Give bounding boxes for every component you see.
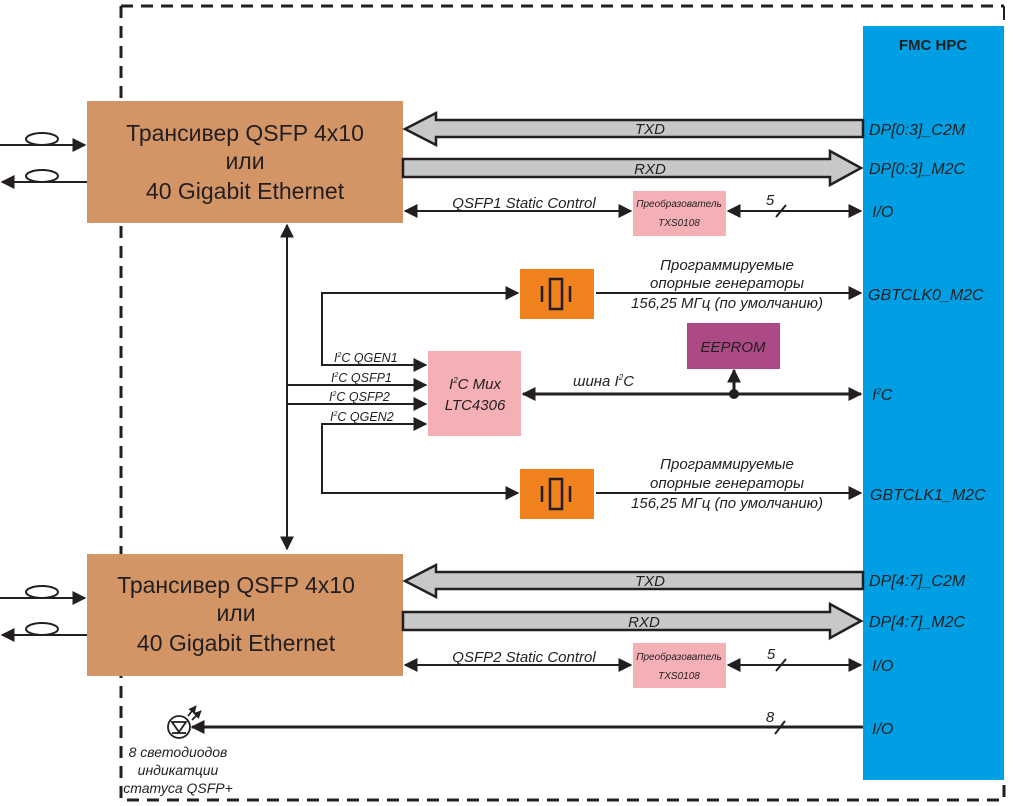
osc0-desc-line1: Программируемые — [660, 257, 794, 274]
transceiver-1-line3: 40 Gigabit Ethernet — [146, 178, 345, 204]
transceiver-2-line2: или — [216, 600, 255, 626]
board-outline — [119, 4, 1006, 802]
eeprom-block — [687, 323, 780, 369]
converter-1-line2: TXS0108 — [658, 218, 700, 229]
optical-fiber-out-icon-1 — [0, 169, 87, 189]
osc1-desc-line2: опорные генераторы — [650, 475, 804, 492]
optical-fiber-in-icon-1 — [0, 132, 87, 152]
oscillator-1-block — [520, 469, 594, 519]
i2c-bus-label: шина I2C — [573, 373, 634, 390]
qsfp2-static-control-label: QSFP2 Static Control — [452, 649, 596, 666]
pin-io-1: I/O — [872, 204, 893, 221]
converter-1-block — [633, 191, 726, 236]
pin-dp47-m2c: DP[4:7]_M2C — [869, 614, 965, 631]
i2c-mux-line1: I2C Mux — [449, 376, 501, 393]
txd-bus-2-label: TXD — [635, 573, 665, 590]
fmc-title: FMC HPC — [899, 37, 967, 54]
osc1-desc-line1: Программируемые — [660, 456, 794, 473]
crystal-icon-1 — [540, 477, 572, 511]
led-icon — [167, 705, 202, 739]
pin-gbtclk1: GBTCLK1_M2C — [870, 487, 986, 504]
bus-width-2: 5 — [767, 646, 776, 663]
optical-fiber-in-icon-2 — [0, 585, 87, 605]
pin-io-2: I/O — [872, 658, 893, 675]
eeprom-label: EEPROM — [700, 339, 766, 356]
mux-input-qgen1: I2C QGEN1 — [334, 351, 398, 365]
converter-2-block — [633, 643, 726, 688]
pin-dp03-c2m: DP[0:3]_C2M — [869, 122, 966, 139]
pin-i2c: I2C — [872, 387, 893, 404]
pin-gbtclk0: GBTCLK0_M2C — [868, 287, 984, 304]
rxd-bus-1-label: RXD — [634, 161, 666, 178]
bus-width-tick-2 — [775, 658, 787, 672]
i2c-qgen2-wire — [321, 423, 518, 494]
txd-bus-2 — [402, 562, 865, 600]
bus-width-tick-1 — [775, 204, 787, 218]
mux-input-qsfp1: I2C QSFP1 — [331, 371, 392, 385]
led-caption-line1: 8 светодиодов — [129, 744, 228, 760]
osc1-desc-line3: 156,25 МГц (по умолчанию) — [631, 495, 823, 512]
i2c-mux-line2: LTC4306 — [445, 397, 506, 414]
optical-fiber-out-icon-2 — [0, 622, 87, 642]
crystal-icon-0 — [540, 277, 572, 311]
bus-width-3: 8 — [766, 709, 775, 726]
pin-dp47-c2m: DP[4:7]_C2M — [869, 573, 966, 590]
transceiver-2-block — [87, 554, 403, 676]
led-caption-line2: индикатции — [138, 762, 219, 778]
bus-width-tick-3 — [774, 720, 786, 735]
osc0-desc-line2: опорные генераторы — [650, 275, 804, 292]
rxd-bus-2 — [401, 601, 864, 641]
transceiver-1-line1: Трансивер QSFP 4x10 — [126, 120, 364, 146]
transceiver-1-block — [87, 101, 403, 223]
bus-width-1: 5 — [766, 192, 775, 209]
qsfp1-static-control-label: QSFP1 Static Control — [452, 195, 596, 212]
i2c-qgen1-wire — [321, 292, 510, 372]
transceiver-2-line1: Трансивер QSFP 4x10 — [117, 572, 355, 598]
osc0-desc-line3: 156,25 МГц (по умолчанию) — [631, 295, 823, 312]
oscillator-0-block — [520, 269, 594, 319]
rxd-bus-1 — [401, 148, 864, 188]
led-caption-line3: статуса QSFP+ — [123, 780, 233, 796]
txd-bus-1 — [402, 110, 865, 148]
txd-bus-1-label: TXD — [635, 121, 665, 138]
converter-2-line1: Преобразователь — [636, 651, 722, 663]
converter-1-line1: Преобразователь — [636, 198, 722, 210]
fmc-hpc-connector — [863, 26, 1004, 780]
converter-2-line2: TXS0108 — [658, 671, 700, 682]
rxd-bus-2-label: RXD — [628, 614, 660, 631]
i2c-mux-block — [428, 351, 521, 436]
mux-input-qgen2: I2C QGEN2 — [330, 410, 394, 424]
transceiver-2-line3: 40 Gigabit Ethernet — [137, 630, 336, 656]
pin-io-3: I/O — [872, 721, 893, 738]
transceiver-1-line2: или — [225, 148, 264, 174]
mux-input-qsfp2: I2C QSFP2 — [329, 390, 390, 404]
pin-dp03-m2c: DP[0:3]_M2C — [869, 161, 965, 178]
